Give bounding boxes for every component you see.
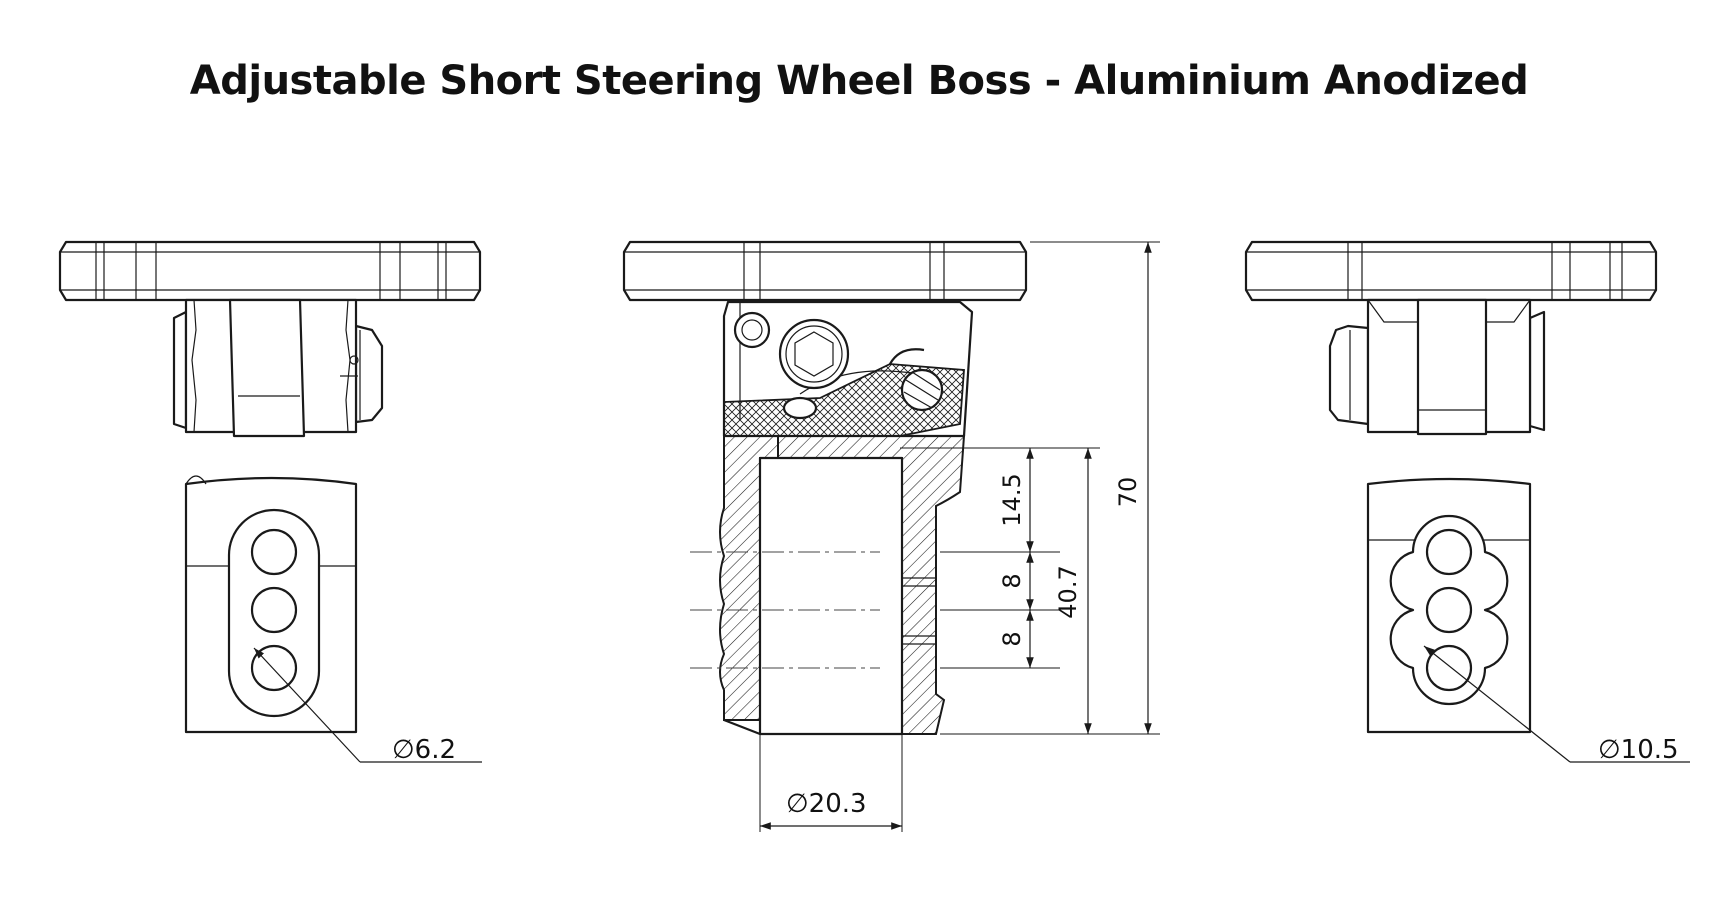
drawing-title: Adjustable Short Steering Wheel Boss - A… — [189, 58, 1529, 104]
section-hex-screw — [778, 318, 850, 390]
left-view: ∅6.2 — [58, 240, 482, 765]
right-dim-10-5: ∅10.5 — [1598, 735, 1679, 765]
right-flange — [1244, 240, 1658, 302]
section-dim-14-5: 14.5 — [998, 473, 1026, 526]
left-side-bracket — [172, 310, 188, 430]
left-hole-1 — [250, 528, 298, 576]
section-dim-70: 70 — [1114, 477, 1142, 508]
left-dim-6-2: ∅6.2 — [392, 735, 456, 765]
right-hole-3 — [1425, 644, 1473, 692]
section-small-bolt — [733, 311, 771, 349]
right-hole-chain — [1389, 514, 1509, 706]
left-hole-2 — [250, 586, 298, 634]
section-dim-8-b: 8 — [998, 631, 1026, 646]
left-flange — [58, 240, 482, 302]
section-dim-40-7: 40.7 — [1054, 565, 1082, 618]
section-flange — [622, 240, 1028, 302]
section-left-wall — [719, 435, 779, 721]
right-hole-1 — [1425, 528, 1473, 576]
left-hole-3 — [250, 644, 298, 692]
section-dim-20-3: ∅20.3 — [786, 789, 867, 819]
right-slot — [1416, 298, 1488, 436]
right-view: ∅10.5 — [1244, 240, 1690, 765]
left-hole-slot — [227, 508, 321, 718]
right-side-bracket — [1528, 310, 1546, 432]
section-dim-8-a: 8 — [998, 573, 1026, 588]
right-side-nut — [1328, 324, 1370, 426]
left-slot — [228, 298, 306, 438]
section-view: ∅20.3 14.5 8 8 40.7 70 — [622, 240, 1160, 832]
right-hole-2 — [1425, 586, 1473, 634]
